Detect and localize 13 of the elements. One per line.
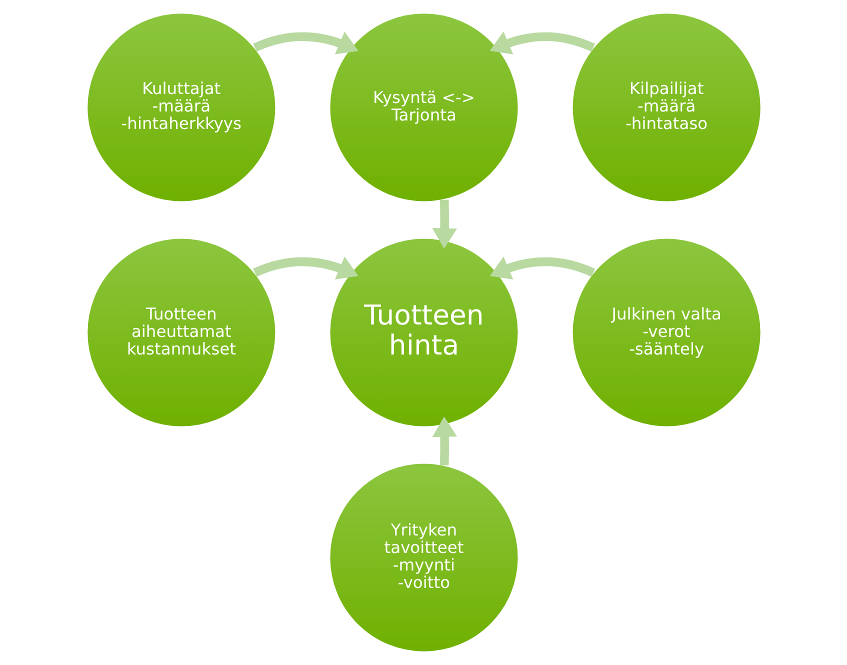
arrow <box>432 416 457 466</box>
node-circle: Kuluttajat -määrä -hintaherkkyys <box>86 12 276 202</box>
arrow <box>432 200 457 249</box>
arrow <box>489 256 594 280</box>
node-circle: Tuotteen aiheuttamat kustannukset <box>86 237 276 428</box>
arrow <box>252 32 358 54</box>
node-circle: Kilpailijat -määrä -hintataso <box>571 12 762 202</box>
node-circle: Tuotteen hinta <box>328 237 519 428</box>
node-circle: Kysyntä <-> Tarjonta <box>328 12 519 202</box>
arrow <box>252 256 358 280</box>
arrow <box>489 32 594 54</box>
node-circle: Yrityken tavoitteet -myynti -voitto <box>328 462 519 653</box>
node-circle: Julkinen valta -verot -sääntely <box>571 237 762 428</box>
